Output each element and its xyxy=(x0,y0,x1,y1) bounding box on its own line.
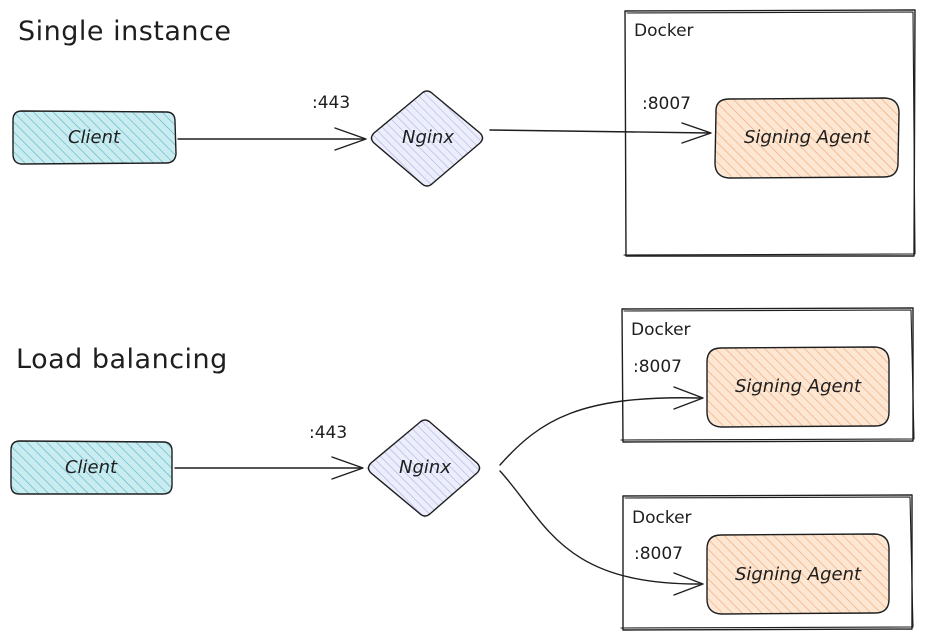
docker-label-single: Docker xyxy=(634,21,694,41)
agent-label-load-2: Signing Agent xyxy=(735,564,862,585)
section-title-load: Load balancing xyxy=(16,344,228,375)
client-node-single: Client xyxy=(12,110,177,165)
port-8007-load-1: :8007 xyxy=(633,357,682,377)
agent-label-load-1: Signing Agent xyxy=(735,376,862,397)
docker-label-load-2: Docker xyxy=(632,508,692,528)
section-load-balancing: Load balancing Client :443 Nginx xyxy=(10,307,915,631)
nginx-label-load: Nginx xyxy=(399,457,451,478)
docker-container-single: Docker :8007 Signing Agent xyxy=(623,9,916,257)
arrow-nginx-to-agent-load-2 xyxy=(499,470,704,596)
docker-label-load-1: Docker xyxy=(631,320,691,340)
section-title-single: Single instance xyxy=(18,16,231,47)
agent-label-single: Signing Agent xyxy=(744,127,871,148)
arrow-client-to-nginx-single xyxy=(177,127,367,151)
arrow-client-to-nginx-load xyxy=(174,456,364,480)
nginx-node-load: Nginx xyxy=(366,419,482,518)
nginx-node-single: Nginx xyxy=(369,90,485,188)
section-single-instance: Single instance Client :443 Nginx xyxy=(12,9,916,257)
docker-container-load-1: Docker :8007 Signing Agent xyxy=(620,307,915,443)
signing-agent-node-load-1: Signing Agent xyxy=(706,346,890,428)
signing-agent-node-single: Signing Agent xyxy=(714,97,900,179)
arrow-nginx-to-agent-single xyxy=(489,122,712,144)
port-8007-load-2: :8007 xyxy=(634,544,683,564)
port-8007-single: :8007 xyxy=(642,94,691,114)
port-443-single: :443 xyxy=(312,93,350,113)
client-label-single: Client xyxy=(68,127,121,148)
signing-agent-node-load-2: Signing Agent xyxy=(706,533,890,615)
arrow-nginx-to-agent-load-1 xyxy=(499,386,704,466)
nginx-label-single: Nginx xyxy=(402,127,454,148)
port-443-load: :443 xyxy=(309,423,347,443)
client-node-load: Client xyxy=(10,440,173,495)
docker-container-load-2: Docker :8007 Signing Agent xyxy=(620,494,914,631)
client-label-load: Client xyxy=(65,457,118,478)
